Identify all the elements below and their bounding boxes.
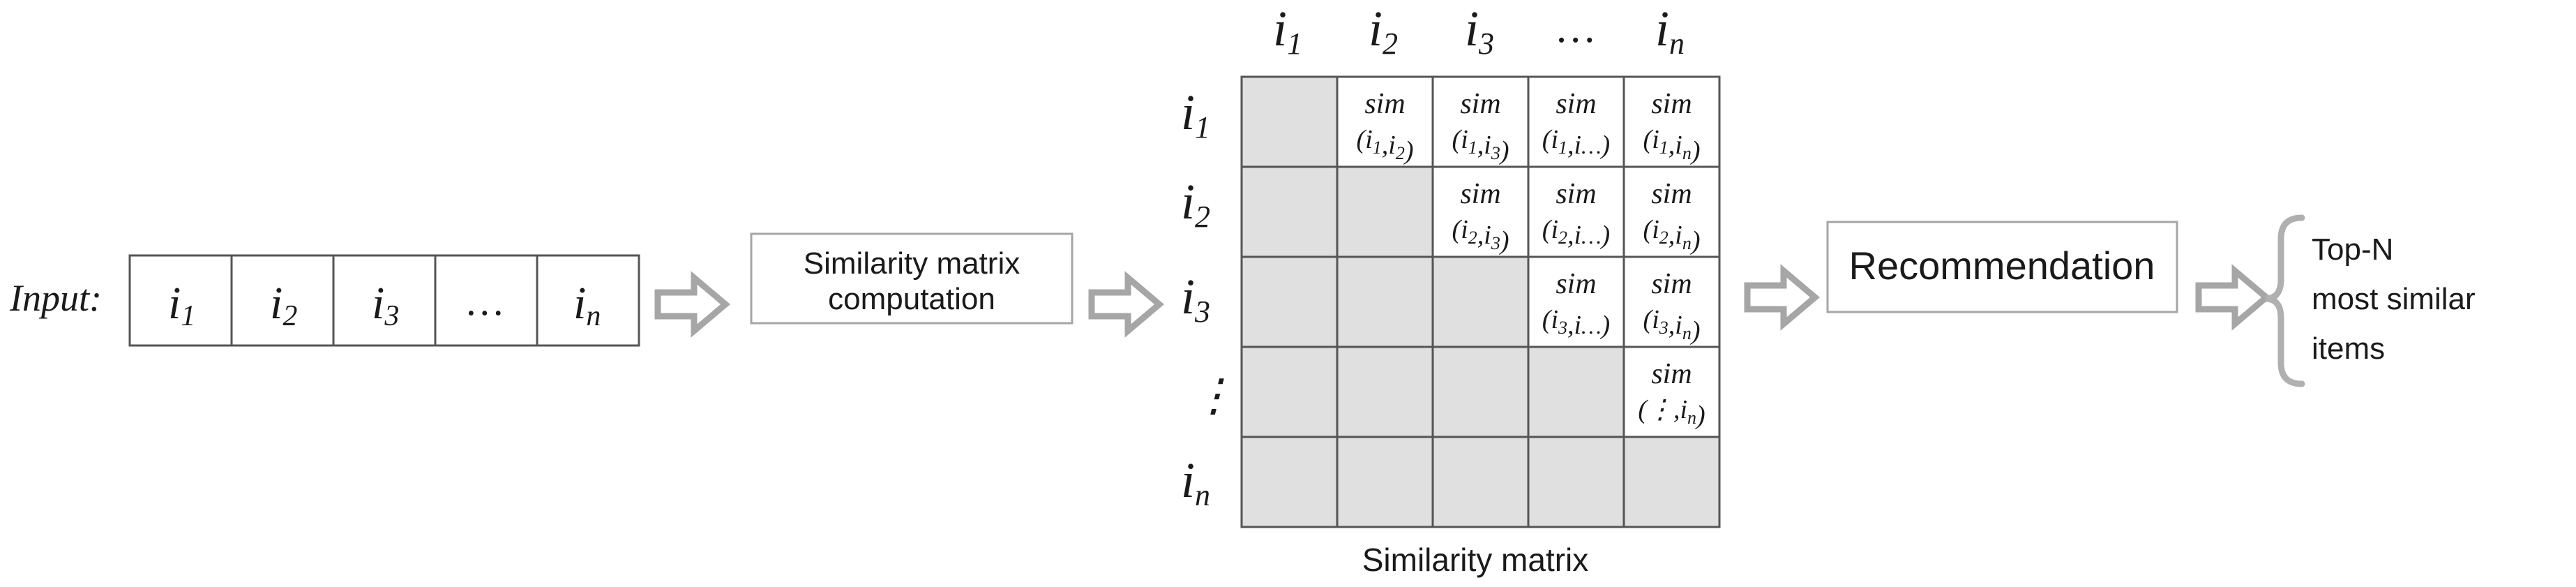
matrix-cell-empty <box>1431 436 1530 528</box>
matrix-cell-pair: (i2,i…) <box>1542 215 1610 250</box>
matrix-cell-empty <box>1527 345 1625 438</box>
matrix-cell-pair: (i2,in) <box>1643 215 1701 255</box>
matrix-cell-empty <box>1240 255 1339 348</box>
matrix-cell-sim-word: sim <box>1651 178 1692 210</box>
matrix-cell-sim-word: sim <box>1651 268 1692 300</box>
recommendation-box-label: Recommendation <box>1849 244 2155 288</box>
matrix-col-header-3: i3 <box>1465 1 1494 61</box>
matrix-cell-pair: (i1,i2) <box>1357 125 1414 165</box>
matrix-cell-sim: sim (i2,i3) <box>1431 165 1530 258</box>
matrix-cell-empty <box>1240 436 1339 528</box>
arrow-right-icon <box>1744 264 1820 331</box>
matrix-column-headers: i1 i2 i3 … in <box>1273 1 1685 61</box>
matrix-cell-sim-word: sim <box>1364 88 1405 120</box>
recommendation-box: Recommendation <box>1826 221 2178 313</box>
input-cell-ellipsis: … <box>467 278 504 324</box>
matrix-col-header-2: i2 <box>1369 1 1398 61</box>
matrix-row-header-3: i3 <box>1181 269 1210 329</box>
similarity-matrix-grid: sim (i1,i2) sim (i1,i3) sim (i1,i…) sim (i1,in)… <box>1240 75 1721 528</box>
matrix-cell-pair: (⋮,in) <box>1638 395 1705 430</box>
matrix-cell-sim: sim (i1,in) <box>1622 75 1721 168</box>
matrix-cell-empty <box>1336 255 1434 348</box>
input-cell-2: i2 <box>270 278 297 332</box>
matrix-cell-sim-word: sim <box>1651 358 1692 390</box>
matrix-cell-sim: sim (i3,i…) <box>1527 255 1625 348</box>
matrix-cell-sim: sim (i2,i…) <box>1527 165 1625 258</box>
arrow-right-icon <box>2195 264 2271 331</box>
matrix-cell-empty <box>1336 165 1434 258</box>
output-line-items: items <box>2312 332 2385 366</box>
matrix-cell-empty <box>1431 345 1530 438</box>
matrix-cell-sim-word: sim <box>1651 88 1692 120</box>
matrix-cell-sim-word: sim <box>1460 178 1500 210</box>
matrix-cell-sim: sim (i1,i2) <box>1336 75 1434 168</box>
arrow-right-icon <box>1088 271 1164 338</box>
matrix-col-header-1: i1 <box>1273 1 1302 61</box>
arrow-right-icon <box>654 271 730 338</box>
computation-box-line1: Similarity matrix <box>804 246 1020 281</box>
matrix-cell-sim-word: sim <box>1556 178 1596 210</box>
matrix-row-header-1: i1 <box>1181 84 1210 144</box>
matrix-row-headers: i1 i2 i3 ⋮ in <box>1181 84 1236 512</box>
input-cell-1: i1 <box>168 278 195 332</box>
input-cell-n: in <box>573 278 601 332</box>
input-array: i1 i2 i3 … in <box>128 254 640 347</box>
matrix-cell-pair: (i2,i3) <box>1452 215 1509 255</box>
matrix-cell-sim-word: sim <box>1556 268 1596 300</box>
matrix-cell-empty <box>1527 436 1625 528</box>
matrix-caption: Similarity matrix <box>1362 542 1589 578</box>
matrix-cell-pair: (i1,i3) <box>1452 125 1509 165</box>
matrix-cell-empty <box>1336 345 1434 438</box>
matrix-col-header-n: in <box>1655 1 1685 61</box>
output-line-top-n: Top-N <box>2312 232 2393 267</box>
matrix-col-header-ellipsis: … <box>1558 5 1595 51</box>
matrix-row-header-2: i2 <box>1181 174 1210 234</box>
matrix-cell-empty <box>1431 255 1530 348</box>
matrix-cell-empty <box>1240 165 1339 258</box>
similarity-computation-box: Similarity matrix computation <box>750 232 1074 325</box>
matrix-cell-sim: sim (i3,in) <box>1622 255 1721 348</box>
left-brace-icon <box>2265 214 2305 387</box>
matrix-cell-empty <box>1336 436 1434 528</box>
input-cell-3: i3 <box>372 278 399 332</box>
matrix-cell-sim: sim (⋮,in) <box>1622 345 1721 438</box>
matrix-cell-empty <box>1240 75 1339 168</box>
matrix-cell-pair: (i3,in) <box>1643 305 1701 345</box>
matrix-cell-pair: (i1,i…) <box>1542 125 1610 160</box>
output-text: Top-N most similar items <box>2312 232 2476 366</box>
output-line-most-similar: most similar <box>2312 282 2476 316</box>
matrix-cell-empty <box>1240 345 1339 438</box>
matrix-cell-empty <box>1622 436 1721 528</box>
matrix-cell-pair: (i3,i…) <box>1542 305 1610 340</box>
matrix-cell-sim: sim (i1,i3) <box>1431 75 1530 168</box>
computation-box-line2: computation <box>828 282 995 316</box>
matrix-cell-sim-word: sim <box>1556 88 1596 120</box>
matrix-row-header-n: in <box>1181 452 1210 512</box>
matrix-cell-sim: sim (i2,in) <box>1622 165 1721 258</box>
matrix-row-header-vdots: ⋮ <box>1191 371 1236 420</box>
input-label: Input: <box>9 277 102 319</box>
matrix-cell-sim-word: sim <box>1460 88 1500 120</box>
matrix-cell-pair: (i1,in) <box>1643 125 1701 165</box>
matrix-cell-sim: sim (i1,i…) <box>1527 75 1625 168</box>
